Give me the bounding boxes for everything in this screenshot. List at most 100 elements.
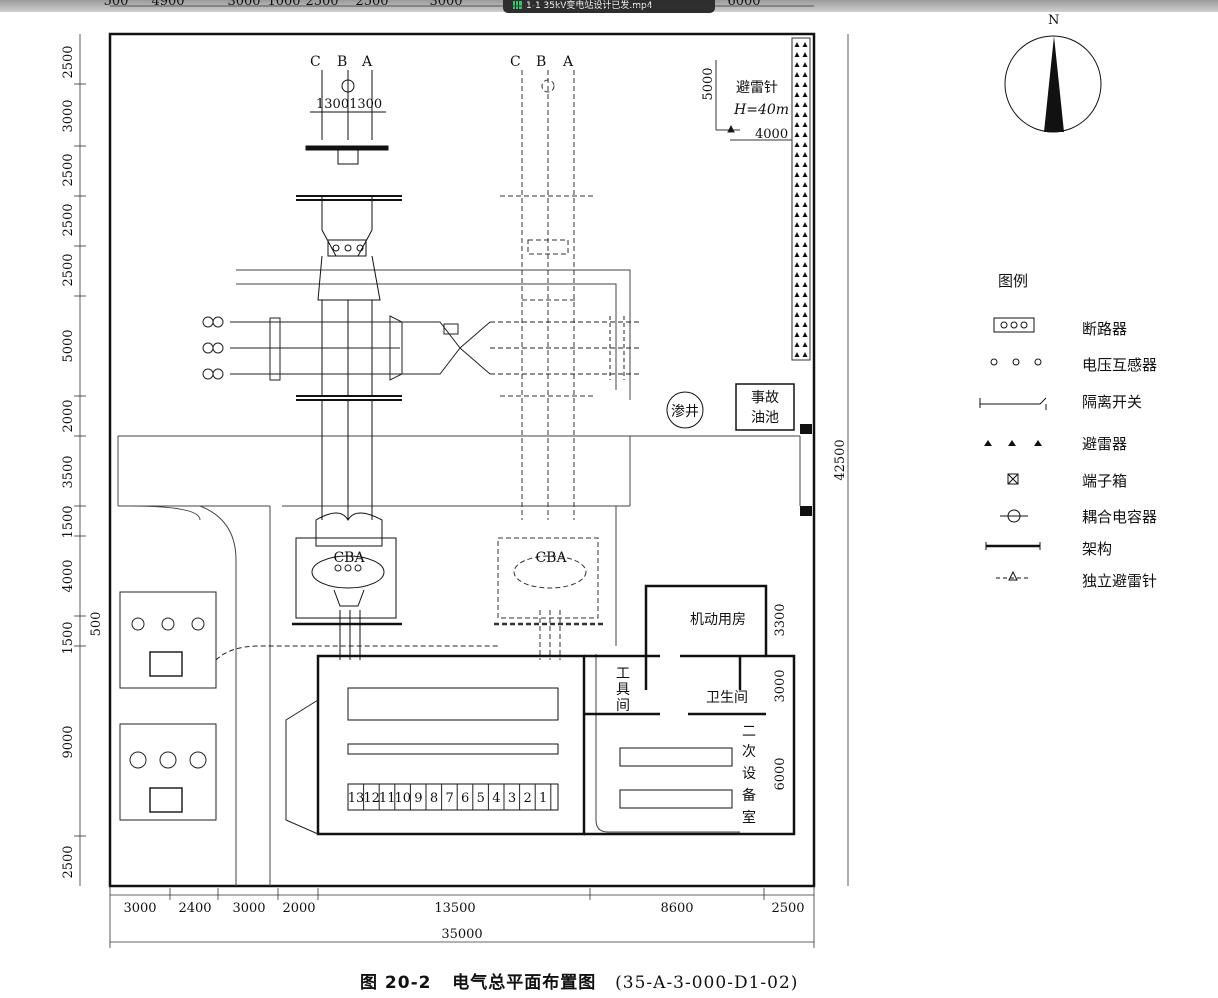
oil-pool-label: 事故: [751, 390, 779, 406]
figure-number: 图 20-2: [360, 973, 432, 993]
arrester-mark: [802, 112, 808, 117]
arrester-mark: [794, 122, 800, 127]
site-boundary: [108, 32, 816, 888]
arrester-mark: [802, 102, 808, 107]
arrester-mark: [794, 312, 800, 317]
panel-number: 5: [477, 791, 485, 806]
legend-item-label: 端子箱: [1082, 472, 1128, 490]
north-label: N: [1048, 13, 1059, 28]
room-secondary: 备: [742, 787, 756, 804]
arrester-mark: [794, 242, 800, 247]
legend-item-label: 电压互感器: [1082, 356, 1158, 374]
phase-label: A: [361, 54, 373, 70]
disconnector-icon: [979, 397, 1047, 410]
room-secondary: 二: [742, 724, 756, 740]
arrester-mark: [794, 72, 800, 77]
arrester-mark: [794, 152, 800, 157]
legend-icons: [979, 317, 1047, 581]
arrester-mark: [802, 62, 808, 67]
arrester-mark: [794, 272, 800, 277]
arrester-mark: [794, 332, 800, 337]
bottom-dim: 3000: [232, 901, 265, 916]
phase-label: B: [337, 54, 347, 70]
arrester-mark: [794, 222, 800, 227]
panel-number: 1: [539, 791, 547, 806]
room-mobile: 机动用房: [690, 612, 746, 628]
arrester-mark: [802, 132, 808, 137]
panel-number: 12: [363, 791, 380, 806]
arrester-mark: [802, 202, 808, 207]
standby-units: [119, 591, 500, 821]
panel-number: 9: [414, 791, 422, 806]
panel-number: 11: [379, 791, 396, 806]
panel-number: 8: [430, 791, 438, 806]
bay-right: C B A: [500, 54, 596, 520]
arrester-mark: [794, 82, 800, 87]
panel-number: 2: [523, 791, 531, 806]
arrester-mark: [802, 302, 808, 307]
legend-item-label: 架构: [1082, 540, 1113, 558]
room-toolroom: 工: [616, 666, 630, 682]
arrester-mark: [794, 162, 800, 167]
phase-label: C: [510, 54, 521, 70]
audio-bars-icon: [513, 1, 522, 9]
figure-caption: 图 20-2 电气总平面布置图 (35-A-3-000-D1-02): [360, 968, 798, 993]
legend-item-label: 断路器: [1082, 320, 1128, 338]
arrester-mark: [802, 72, 808, 77]
arrester-mark: [802, 242, 808, 247]
bottom-dim: 2000: [282, 901, 315, 916]
oil-pool: 事故 油池: [735, 383, 812, 516]
seepage-well-label: 渗井: [671, 404, 699, 420]
arrester-mark: [802, 232, 808, 237]
bottom-total-dim: 35000: [441, 927, 482, 942]
arrester-mark: [802, 182, 808, 187]
arrester-mark: [802, 92, 808, 97]
right-total-dim: 42500: [833, 439, 848, 480]
left-dim: 4000: [61, 559, 76, 592]
lightning-rod-dim-v: 5000: [701, 67, 716, 100]
arrester-mark: [794, 192, 800, 197]
panel-number: 13: [348, 791, 365, 806]
arrester-mark: [794, 292, 800, 297]
legend-item-label: 独立避雷针: [1082, 572, 1158, 590]
control-building: [285, 584, 796, 836]
arrester-mark: [794, 342, 800, 347]
room-secondary: 次: [742, 744, 756, 760]
oil-pool-label: 油池: [751, 410, 779, 426]
left-dim: 3500: [61, 455, 76, 488]
arrester-mark: [794, 302, 800, 307]
left-dim: 2500: [61, 153, 76, 186]
panel-number: 3: [508, 791, 516, 806]
arrester-mark: [794, 352, 800, 357]
coupling-capacitor-icon: [1000, 509, 1028, 523]
arrester-mark: [802, 312, 808, 317]
north-arrow: N: [1004, 13, 1102, 133]
top-dim: 500: [104, 0, 129, 9]
room-secondary: 室: [742, 809, 756, 826]
transformer-right: CBA: [494, 537, 604, 660]
arrester-mark: [794, 92, 800, 97]
room-dim: 3300: [773, 603, 788, 636]
arrester-mark: [794, 202, 800, 207]
left-dim: 5000: [61, 329, 76, 362]
lightning-rod-height: H=40m: [733, 102, 789, 118]
voltage-transformer-icon: [990, 358, 1042, 366]
arrester-mark: [794, 112, 800, 117]
internal-roads: [117, 269, 801, 886]
bottom-dim: 3000: [123, 901, 156, 916]
top-dim: 4900: [151, 0, 184, 9]
transformer-phase-label: CBA: [535, 550, 567, 566]
arrester-mark: [794, 262, 800, 267]
arrester-mark: [794, 212, 800, 217]
top-dim: 6000: [727, 0, 760, 9]
lightning-rod-dim-h: 4000: [755, 127, 788, 142]
top-dim: 2500: [305, 0, 338, 9]
left-dim: 2000: [61, 399, 76, 432]
arrester-mark: [802, 42, 808, 47]
legend-item-label: 耦合电容器: [1082, 508, 1158, 526]
arrester-mark: [794, 42, 800, 47]
transformer-left: CBA: [292, 512, 402, 660]
arrester-mark: [794, 62, 800, 67]
arrester-mark: [802, 82, 808, 87]
